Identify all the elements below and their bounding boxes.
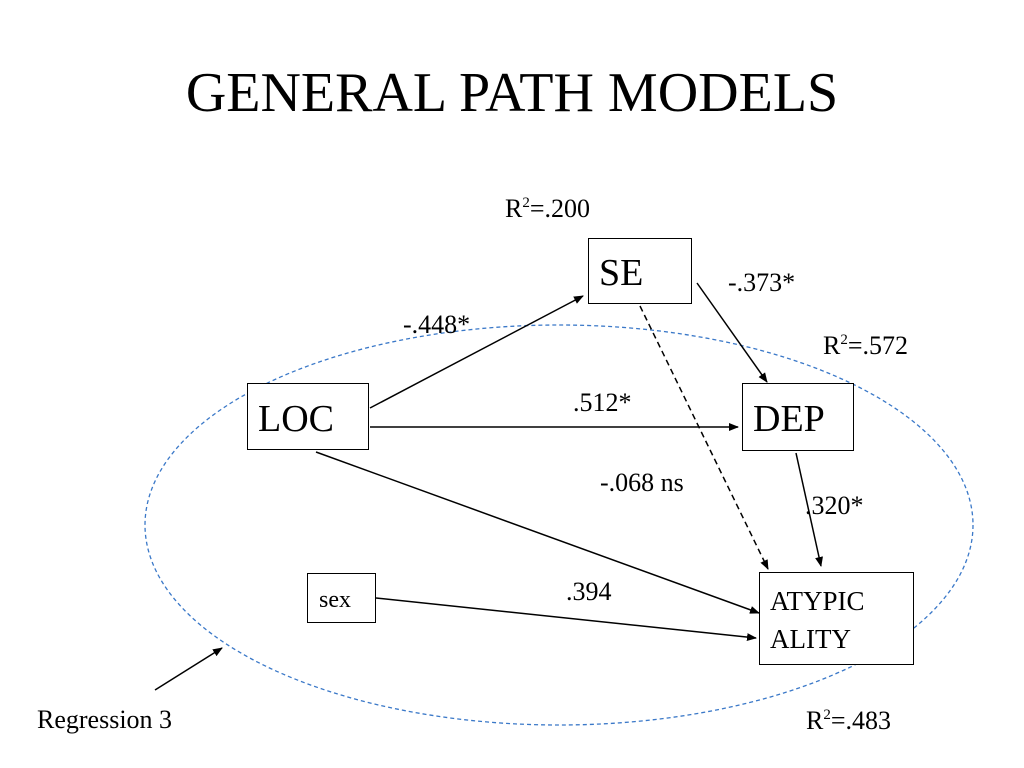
r-squared-atypicality: R2=.483 [806,706,892,735]
path-label-loc-se: -.448* [403,310,471,339]
node-se: SE [588,238,692,304]
regression-label: Regression 3 [37,705,173,734]
path-label-se-dep: -.373* [728,268,796,297]
node-atypicality-line1: ATYPIC [770,586,865,616]
arrow-dep-to-atypicality [795,452,823,567]
r-squared-dep: R2=.572 [823,331,909,360]
arrow-loc-to-se [369,295,584,409]
arrow-sex-to-atypicality [375,597,757,642]
node-loc: LOC [247,383,369,450]
node-atypicality-line2: ALITY [770,624,851,654]
path-label-loc-dep: .512* [573,388,632,417]
node-sex: sex [307,573,376,623]
arrow-se-to-atypicality [639,305,769,570]
path-label-sex-atypicality: .394 [566,577,612,606]
page-title: GENERAL PATH MODELS [185,62,839,124]
arrow-loc-to-atypicality [315,451,760,614]
path-label-dep-atypicality: .320* [805,491,864,520]
node-se-label: SE [599,252,644,294]
node-sex-label: sex [319,587,351,613]
r-squared-se: R2=.200 [505,194,591,223]
arrow-se-to-dep [696,282,768,383]
node-dep-label: DEP [753,398,825,440]
arrow-regression-label-pointer [154,647,223,691]
node-loc-label: LOC [258,398,334,440]
node-atypicality: ATYPIC ALITY [759,572,914,665]
path-label-se-atypicality: -.068 ns [600,468,684,497]
node-dep: DEP [742,383,854,451]
regression-3-ellipse [144,324,974,726]
